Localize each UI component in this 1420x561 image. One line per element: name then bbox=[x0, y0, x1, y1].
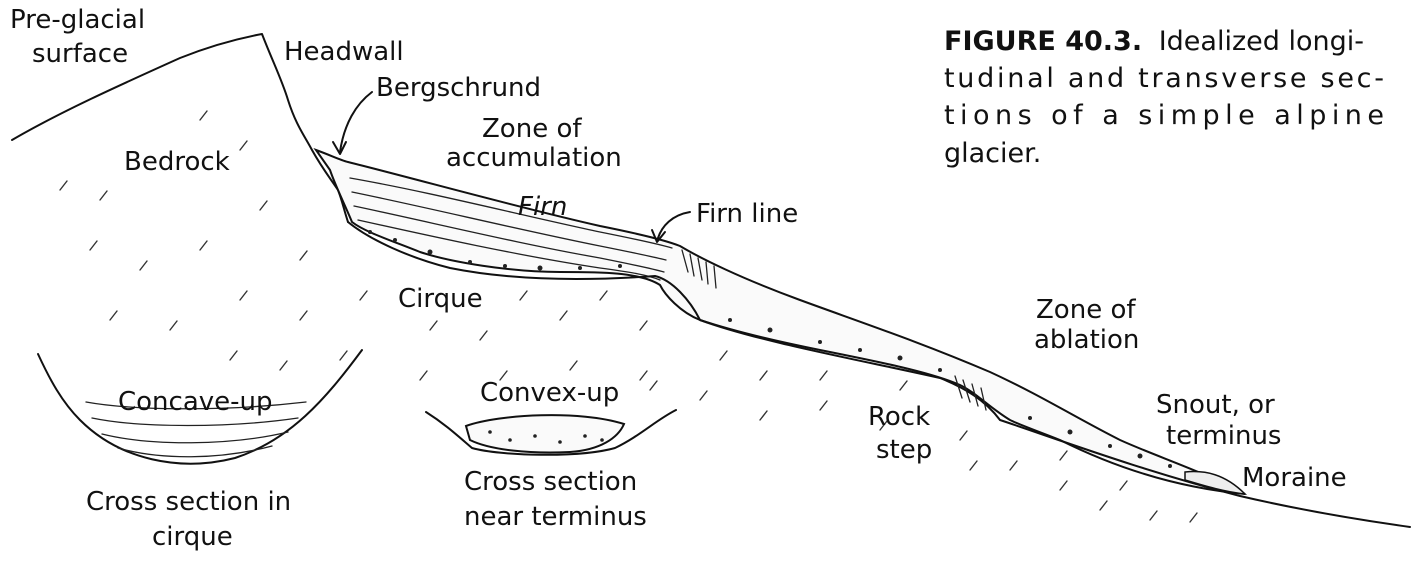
bedrock-hatch-mark bbox=[649, 380, 658, 391]
bedrock-hatch-mark bbox=[109, 310, 118, 321]
label-preglacial-2: surface bbox=[32, 39, 128, 69]
bedrock-floor-line bbox=[347, 221, 1411, 528]
bedrock-hatch-mark bbox=[569, 360, 578, 371]
firn-layers bbox=[349, 177, 673, 281]
label-snout-2: terminus bbox=[1166, 421, 1281, 451]
caption-line-1: FIGURE 40.3. Idealized longi- bbox=[944, 26, 1364, 57]
bedrock-hatch-mark bbox=[899, 380, 908, 391]
cross-section-terminus bbox=[425, 409, 677, 456]
label-rock-step-2: step bbox=[876, 435, 932, 465]
caption-text-1: Idealized longi- bbox=[1159, 26, 1364, 57]
bedrock-hatch-mark bbox=[279, 360, 288, 371]
bedrock-hatch-mark bbox=[639, 320, 648, 331]
bedrock-hatch-mark bbox=[639, 370, 648, 381]
bedrock-hatch-mark bbox=[599, 290, 608, 301]
bedrock-hatch-mark bbox=[1059, 480, 1068, 491]
glacier-ice-body bbox=[313, 148, 1246, 495]
label-cs-terminus-2: near terminus bbox=[464, 502, 647, 532]
label-zone-accumulation-2: accumulation bbox=[446, 143, 622, 173]
label-zone-ablation-1: Zone of bbox=[1036, 295, 1136, 325]
moraine-deposit bbox=[1184, 470, 1248, 495]
caption-line-2: tudinal and transverse sec- bbox=[944, 63, 1384, 94]
label-snout-1: Snout, or bbox=[1156, 390, 1275, 420]
bedrock-hatch-mark bbox=[419, 370, 428, 381]
bedrock-hatch-mark bbox=[1009, 460, 1018, 471]
firn-line-arrow bbox=[657, 211, 691, 239]
label-bergschrund: Bergschrund bbox=[376, 73, 541, 103]
bedrock-hatch-mark bbox=[59, 180, 68, 191]
bedrock-hatch-mark bbox=[699, 390, 708, 401]
bedrock-hatch-mark bbox=[199, 240, 208, 251]
bedrock-hatch-mark bbox=[719, 350, 728, 361]
label-cs-terminus-1: Cross section bbox=[464, 467, 637, 497]
bergschrund-arrowhead bbox=[332, 141, 347, 155]
bedrock-hatch-mark bbox=[259, 200, 268, 211]
label-cs-cirque-1: Cross section in bbox=[86, 487, 291, 517]
bedrock-hatch-mark bbox=[359, 290, 368, 301]
label-zone-ablation-2: ablation bbox=[1034, 325, 1139, 355]
basal-debris bbox=[368, 230, 1227, 486]
bedrock-hatch-mark bbox=[1099, 500, 1108, 511]
label-cirque: Cirque bbox=[398, 284, 483, 314]
crevasses bbox=[681, 249, 987, 411]
bedrock-hatch-mark bbox=[299, 310, 308, 321]
label-firn: Firn bbox=[518, 192, 567, 222]
bedrock-hatch-mark bbox=[479, 330, 488, 341]
bedrock-hatch-mark bbox=[1149, 510, 1158, 521]
bedrock-hatch-mark bbox=[199, 110, 208, 121]
bedrock-hatch-mark bbox=[759, 370, 768, 381]
label-firn-line: Firn line bbox=[696, 199, 798, 229]
label-rock-step-1: Rock bbox=[868, 402, 930, 432]
bedrock-hatch-mark bbox=[969, 460, 978, 471]
label-headwall: Headwall bbox=[284, 37, 404, 67]
label-zone-accumulation-1: Zone of bbox=[482, 114, 582, 144]
bergschrund-arrow bbox=[339, 91, 373, 153]
bedrock-hatch-mark bbox=[959, 430, 968, 441]
bedrock-hatch-mark bbox=[339, 350, 348, 361]
cross-section-cirque bbox=[37, 349, 363, 465]
bedrock-hatch-mark bbox=[299, 250, 308, 261]
bedrock-hatch-mark bbox=[139, 260, 148, 271]
bedrock-hatch-mark bbox=[819, 370, 828, 381]
bedrock-hatch-mark bbox=[89, 240, 98, 251]
label-cs-cirque-2: cirque bbox=[152, 522, 233, 552]
bedrock-hatch-mark bbox=[1119, 480, 1128, 491]
label-preglacial-1: Pre-glacial bbox=[10, 5, 145, 35]
bedrock-hatch-mark bbox=[229, 350, 238, 361]
bedrock-hatch-mark bbox=[429, 320, 438, 331]
bedrock-hatch-mark bbox=[499, 370, 508, 381]
label-convex-up: Convex-up bbox=[480, 378, 619, 408]
bedrock-hatch-mark bbox=[759, 410, 768, 421]
caption-line-4: glacier. bbox=[944, 138, 1041, 169]
caption-figure-label: FIGURE 40.3. bbox=[944, 26, 1142, 57]
label-bedrock: Bedrock bbox=[124, 147, 230, 177]
bedrock-hatch-mark bbox=[99, 190, 108, 201]
label-concave-up: Concave-up bbox=[118, 387, 273, 417]
bedrock-hatch-mark bbox=[879, 420, 888, 431]
bedrock-hatch-mark bbox=[519, 290, 528, 301]
bedrock-hatch-mark bbox=[169, 320, 178, 331]
bedrock-hatch-mark bbox=[1189, 512, 1198, 523]
label-moraine: Moraine bbox=[1242, 463, 1347, 493]
bedrock-hatch-mark bbox=[559, 310, 568, 321]
bedrock-hatch-mark bbox=[819, 400, 828, 411]
bedrock-hatching bbox=[59, 110, 1198, 523]
caption-line-3: tions of a simple alpine bbox=[944, 100, 1384, 131]
bedrock-hatch-mark bbox=[239, 290, 248, 301]
bedrock-hatch-mark bbox=[1059, 450, 1068, 461]
firn-line-arrowhead bbox=[651, 229, 666, 243]
bedrock-hatch-mark bbox=[239, 140, 248, 151]
